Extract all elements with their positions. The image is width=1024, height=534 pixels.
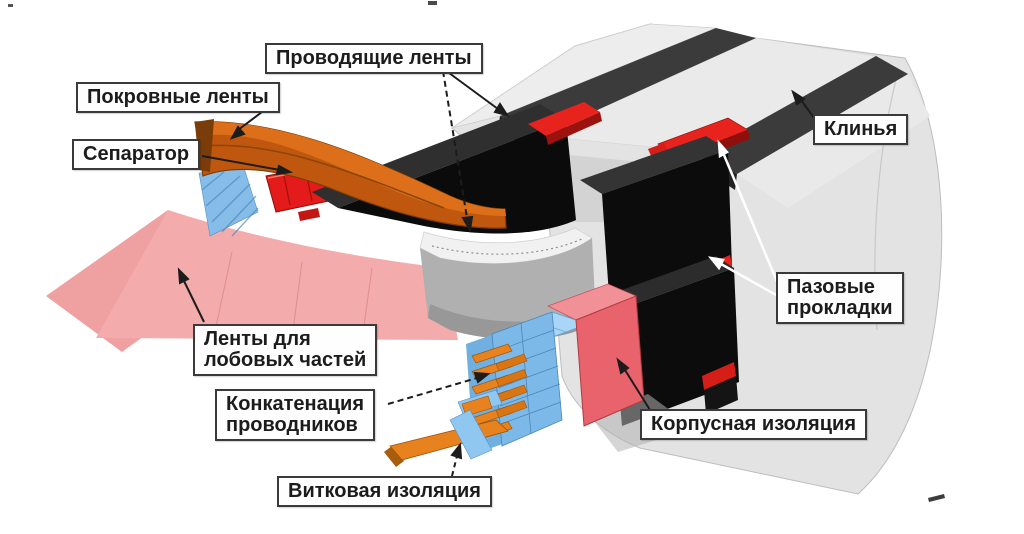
conductor-end — [495, 353, 528, 372]
white-leader-arrows — [707, 139, 780, 298]
conductor-bar — [384, 389, 509, 467]
slot-mouth-gasket — [528, 102, 600, 136]
coil-bar-upper-top — [580, 136, 728, 194]
label-conducting-tapes: Проводящие ленты — [265, 43, 483, 74]
arrow-slot-gasket-lower — [707, 256, 779, 298]
turn-insulation-patch — [198, 167, 259, 237]
conductor-end — [471, 343, 513, 364]
label-line: лобовых частей — [204, 349, 367, 371]
front-coil-bar — [194, 102, 602, 234]
arrow-covering-tapes — [229, 111, 263, 140]
label-line: Конкатенация — [226, 393, 365, 415]
arrow-slot-gasket-upper — [717, 139, 780, 285]
end-winding-tape-sheet — [46, 210, 458, 352]
body-insulation-wrap — [547, 283, 645, 427]
arrow-separator — [201, 155, 294, 176]
covering-tape-highlight — [195, 121, 506, 216]
label-wedges: Клинья — [813, 114, 909, 145]
conductor-end — [495, 400, 528, 418]
arrow-body-insulation — [616, 357, 651, 411]
patch-hatch — [201, 171, 259, 237]
tape-fan — [96, 210, 458, 340]
tape-fold-line — [213, 251, 233, 337]
label-body-insulation: Корпусная изоляция — [640, 409, 867, 440]
artifact-mark — [428, 1, 437, 5]
wedge-strip-right — [704, 56, 908, 174]
conductor-bar-end-cap — [384, 446, 404, 467]
slot-mouth-gasket-under — [546, 112, 602, 145]
label-separator: Сепаратор — [72, 139, 201, 170]
core-tooth-top-left — [451, 23, 717, 129]
arrow-conducting-tapes-dashed — [442, 70, 474, 233]
arrow-conducting-tapes-solid — [444, 69, 510, 117]
label-line: проводников — [226, 414, 358, 436]
label-turn-insulation: Витковая изоляция — [277, 476, 492, 507]
artifact-mark — [928, 494, 945, 502]
right-slot-stack — [580, 117, 750, 452]
label-covering-tapes: Покровные ленты — [76, 82, 280, 113]
turn-insulation-tape — [449, 409, 493, 460]
conductor-end — [495, 369, 528, 387]
arrow-end-winding-tapes — [177, 267, 205, 323]
arrow-conductor-concatenation — [387, 371, 491, 405]
slot-gasket-top-tab — [648, 143, 668, 158]
slot-gasket-bottom — [702, 362, 736, 390]
artifact-mark — [8, 4, 13, 7]
wedge-strip-left — [500, 28, 756, 136]
label-line: Пазовые — [787, 276, 875, 298]
covering-tape-seam — [201, 144, 445, 209]
label-line: Ленты для — [204, 328, 311, 350]
label-conductor-concatenation: Конкатенация проводников — [215, 389, 376, 441]
slot-bottom-shadow — [704, 376, 738, 414]
label-slot-gaskets: Пазовые прокладки — [776, 272, 904, 324]
arrow-turn-insulation — [450, 442, 463, 477]
separator-tab — [298, 208, 320, 221]
label-end-winding-tapes: Ленты для лобовых частей — [193, 324, 378, 376]
edge-artifacts — [8, 1, 945, 502]
label-line: прокладки — [787, 297, 893, 319]
